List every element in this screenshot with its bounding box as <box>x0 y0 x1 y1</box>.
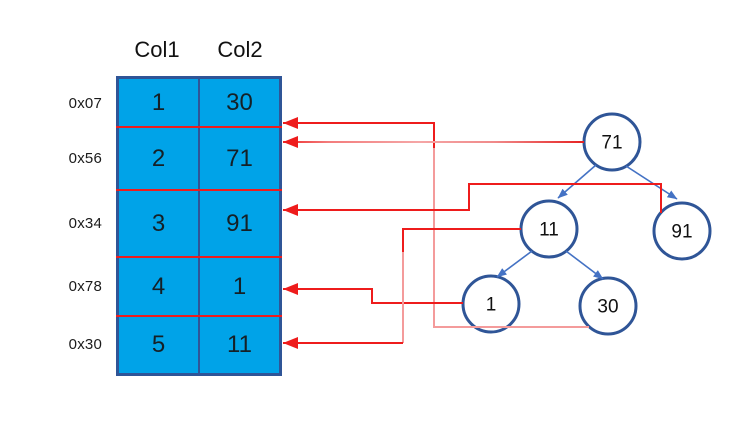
address-label: 0x30 <box>68 336 102 353</box>
tree-node-label: 71 <box>601 133 622 154</box>
column-header-col1: Col1 <box>134 37 180 62</box>
tree-node-circle-71 <box>582 112 642 172</box>
tree-node-label: 11 <box>539 220 559 241</box>
address-label: 0x56 <box>68 150 102 167</box>
table-cell-col2: 91 <box>226 209 253 237</box>
table-cell-col1: 2 <box>151 144 166 172</box>
table-cell-col1: 5 <box>151 330 166 358</box>
row-divider-line <box>116 315 282 317</box>
pointer-node11-to-row-0x30 <box>402 228 521 252</box>
row-divider-line <box>116 189 282 191</box>
tree-node-circle-11 <box>519 199 579 259</box>
tree-node-label: 30 <box>597 297 618 318</box>
tree-node-circle-91 <box>652 201 712 261</box>
address-label: 0x07 <box>68 94 102 112</box>
pointer-node91-to-row-0x34 <box>283 183 662 216</box>
pointer-node1-to-row-0x78 <box>283 283 463 304</box>
tree-node-label: 1 <box>486 295 497 316</box>
pointer-node30-to-row-0x07 <box>283 117 435 148</box>
table-cell-col2: 30 <box>226 89 253 116</box>
tree-edge-n71-n91 <box>625 165 678 200</box>
tree-node-circle-30 <box>578 276 638 336</box>
table-cell-col1: 3 <box>151 209 166 237</box>
address-label: 0x34 <box>68 215 102 232</box>
column-header-col2: Col2 <box>217 37 263 62</box>
tree-node-circle-1 <box>461 274 521 334</box>
column-divider <box>198 79 200 373</box>
tree-edge-n11-n1 <box>496 250 533 278</box>
row-divider-line <box>116 126 282 128</box>
table-cell-col1: 4 <box>151 272 166 300</box>
table-cell-col1: 1 <box>151 89 166 116</box>
tree-edge-n11-n30 <box>565 250 604 280</box>
table-cell-col2: 1 <box>232 272 247 300</box>
table-cell-col2: 11 <box>227 330 252 358</box>
table-cell-col2: 71 <box>226 144 253 172</box>
row-divider-line <box>116 256 282 258</box>
memory-table: 1 30 2 71 3 91 4 1 5 11 <box>116 76 282 376</box>
address-label: 0x78 <box>68 278 102 295</box>
tree-node-label: 91 <box>671 222 692 243</box>
pointer-node30-to-row-0x07 <box>433 148 589 328</box>
tree-edge-n71-n11 <box>557 164 597 199</box>
